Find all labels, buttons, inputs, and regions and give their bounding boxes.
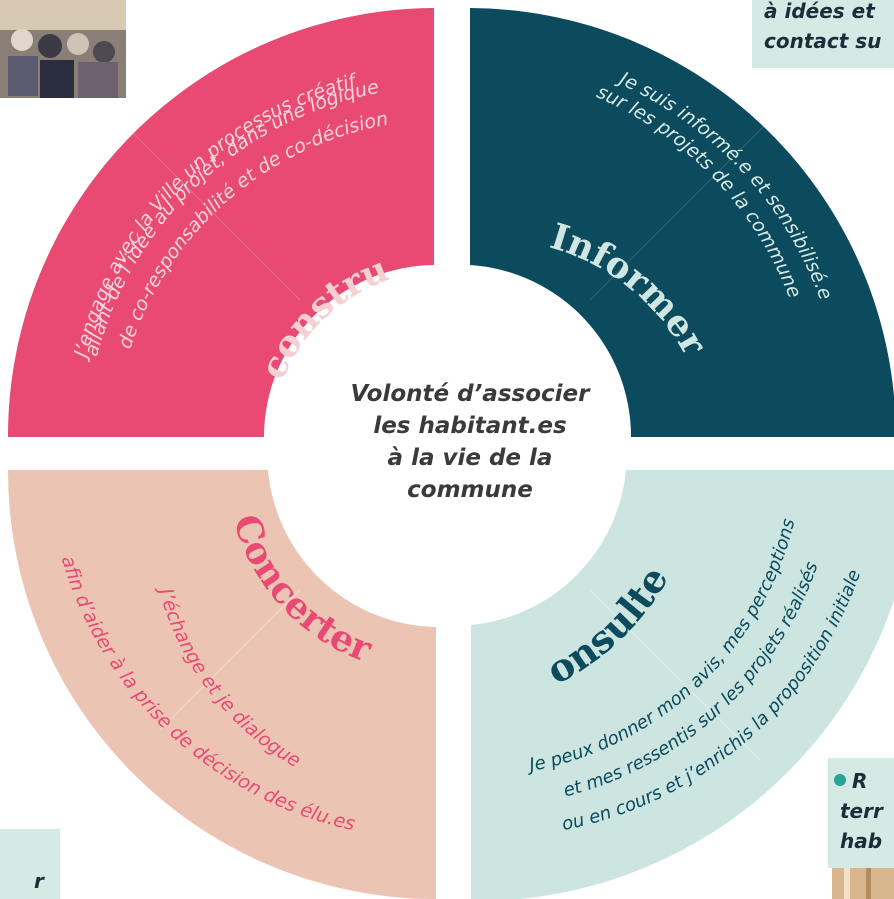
callout-bottom-left xyxy=(0,829,60,899)
callout-line: hab xyxy=(840,829,883,853)
quadrant-consulter xyxy=(471,470,894,899)
divider-line xyxy=(589,589,761,761)
center-line: les habitant.es xyxy=(373,413,567,439)
divider-line xyxy=(129,129,301,301)
callout-line: r xyxy=(34,869,44,893)
callout-line: R xyxy=(852,769,868,793)
callout-top-right-text: à idées et contact su xyxy=(764,0,881,56)
callout-bottom-right-text: R terr hab xyxy=(840,766,883,856)
callout-bottom-left-text: r xyxy=(34,866,44,896)
callout-line: terr xyxy=(840,799,883,823)
center-line: à la vie de la xyxy=(387,445,553,471)
bottom-right-photo xyxy=(832,868,894,899)
quadrant-concerter xyxy=(7,470,436,899)
callout-top-right xyxy=(752,0,894,68)
crowd-photo xyxy=(0,0,126,98)
center-line: Volonté d’associer xyxy=(350,381,590,407)
callout-line: à idées et xyxy=(764,0,875,23)
divider-line xyxy=(159,589,301,731)
center-label: Volonté d’associer les habitant.es à la … xyxy=(300,378,640,506)
divider-line xyxy=(589,124,766,301)
callout-line: contact su xyxy=(764,29,882,53)
callout-bullet-icon xyxy=(834,774,846,786)
quadrant-informer xyxy=(470,8,894,437)
quadrant-coconstruire xyxy=(7,8,434,437)
center-line: commune xyxy=(407,477,533,503)
